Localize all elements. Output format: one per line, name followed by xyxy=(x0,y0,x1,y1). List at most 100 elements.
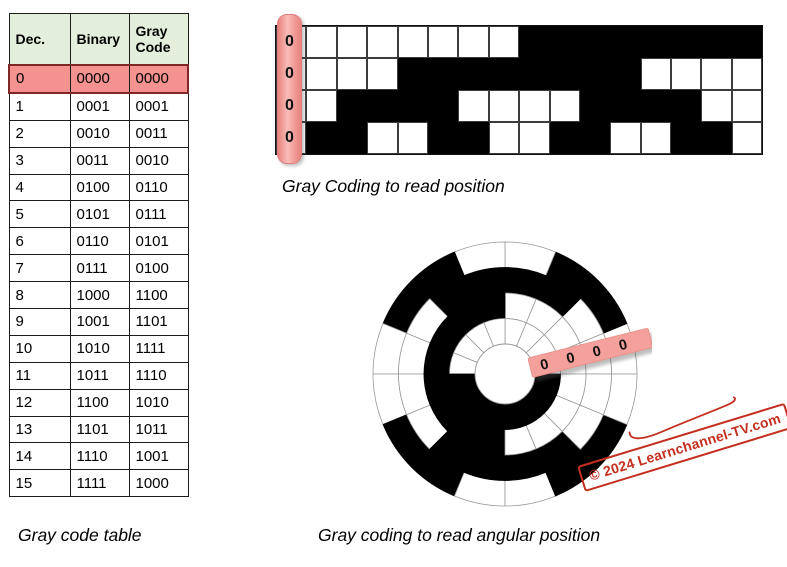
strip-cell xyxy=(367,26,398,58)
linear-encoder-caption: Gray Coding to read position xyxy=(282,176,505,196)
strip-cell xyxy=(731,90,763,122)
read-head-bit: 0 xyxy=(285,33,294,50)
strip-cell xyxy=(336,58,368,90)
strip-cell xyxy=(306,122,337,154)
gray-cell: 0010 xyxy=(128,146,189,175)
strip-cell xyxy=(579,122,611,154)
gray-cell: 0011 xyxy=(128,119,189,148)
strip-cell xyxy=(427,26,459,58)
dec-cell: 0 xyxy=(8,64,71,94)
gray-cell: 0101 xyxy=(128,227,189,256)
strip-cell xyxy=(579,90,611,122)
dec-cell: 6 xyxy=(8,227,71,256)
strip-cell xyxy=(519,58,550,90)
strip-cell xyxy=(671,122,702,154)
strip-cell xyxy=(367,58,398,90)
dec-cell: 13 xyxy=(8,415,71,444)
gray-cell: 1011 xyxy=(128,415,189,444)
strip-cell xyxy=(610,122,641,154)
dec-cell: 14 xyxy=(8,442,71,471)
strip-cell xyxy=(336,26,368,58)
strip-cell xyxy=(731,58,763,90)
strip-cell xyxy=(336,90,368,122)
strip-cell xyxy=(549,122,580,154)
strip-cell xyxy=(640,26,672,58)
dec-cell: 7 xyxy=(8,254,71,283)
gray-cell: 1000 xyxy=(128,469,189,498)
strip-cell xyxy=(731,26,763,58)
gray-cell: 0100 xyxy=(128,254,189,283)
strip-cell xyxy=(397,58,428,90)
strip-cell xyxy=(458,58,489,90)
binary-cell: 1011 xyxy=(69,361,130,390)
binary-cell: 1010 xyxy=(69,334,130,363)
strip-cell xyxy=(701,122,732,154)
strip-cell xyxy=(336,122,368,154)
dec-cell: 3 xyxy=(8,146,71,175)
gray-cell: 1100 xyxy=(128,281,189,310)
strip-cell xyxy=(488,122,520,154)
gray-cell: 0000 xyxy=(128,64,189,94)
strip-cell xyxy=(367,122,398,154)
strip-cell xyxy=(549,26,580,58)
strip-cell xyxy=(488,58,520,90)
strip-cell xyxy=(701,58,732,90)
strip-cell xyxy=(549,90,580,122)
dec-cell: 5 xyxy=(8,200,71,229)
binary-cell: 1111 xyxy=(69,469,130,498)
strip-cell xyxy=(458,26,489,58)
header-dec: Dec. xyxy=(8,13,71,66)
gray-cell: 0110 xyxy=(128,173,189,202)
linear-encoder-strip xyxy=(275,25,764,155)
header-gray-code: Gray Code xyxy=(128,13,189,66)
strip-cell xyxy=(671,58,702,90)
strip-cell xyxy=(640,122,672,154)
binary-cell: 0110 xyxy=(69,227,130,256)
binary-cell: 0100 xyxy=(69,173,130,202)
binary-cell: 0111 xyxy=(69,254,130,283)
strip-cell xyxy=(519,90,550,122)
dec-cell: 1 xyxy=(8,92,71,121)
strip-cell xyxy=(367,90,398,122)
rotary-encoder-caption: Gray coding to read angular position xyxy=(318,525,601,545)
strip-cell xyxy=(731,122,763,154)
gray-cell: 0001 xyxy=(128,92,189,121)
strip-cell xyxy=(488,90,520,122)
binary-cell: 1100 xyxy=(69,388,130,417)
gray-cell: 1111 xyxy=(128,334,189,363)
dec-cell: 8 xyxy=(8,281,71,310)
strip-cell xyxy=(640,90,672,122)
rotary-head-bit: 0 xyxy=(591,343,603,360)
binary-cell: 0011 xyxy=(69,146,130,175)
strip-cell xyxy=(671,90,702,122)
binary-cell: 0001 xyxy=(69,92,130,121)
header-binary: Binary xyxy=(69,13,130,66)
strip-cell xyxy=(458,122,489,154)
binary-cell: 0000 xyxy=(69,64,130,94)
table-caption: Gray code table xyxy=(18,525,142,545)
strip-cell xyxy=(579,58,611,90)
dec-cell: 2 xyxy=(8,119,71,148)
dec-cell: 10 xyxy=(8,334,71,363)
strip-cell xyxy=(671,26,702,58)
binary-cell: 1001 xyxy=(69,308,130,336)
strip-cell xyxy=(610,58,641,90)
rotary-read-head xyxy=(527,328,652,378)
strip-cell xyxy=(579,26,611,58)
strip-cell xyxy=(488,26,520,58)
strip-cell xyxy=(701,90,732,122)
strip-cell xyxy=(306,90,337,122)
read-head-bit: 0 xyxy=(285,129,294,146)
dec-cell: 9 xyxy=(8,308,71,336)
strip-cell xyxy=(640,58,672,90)
